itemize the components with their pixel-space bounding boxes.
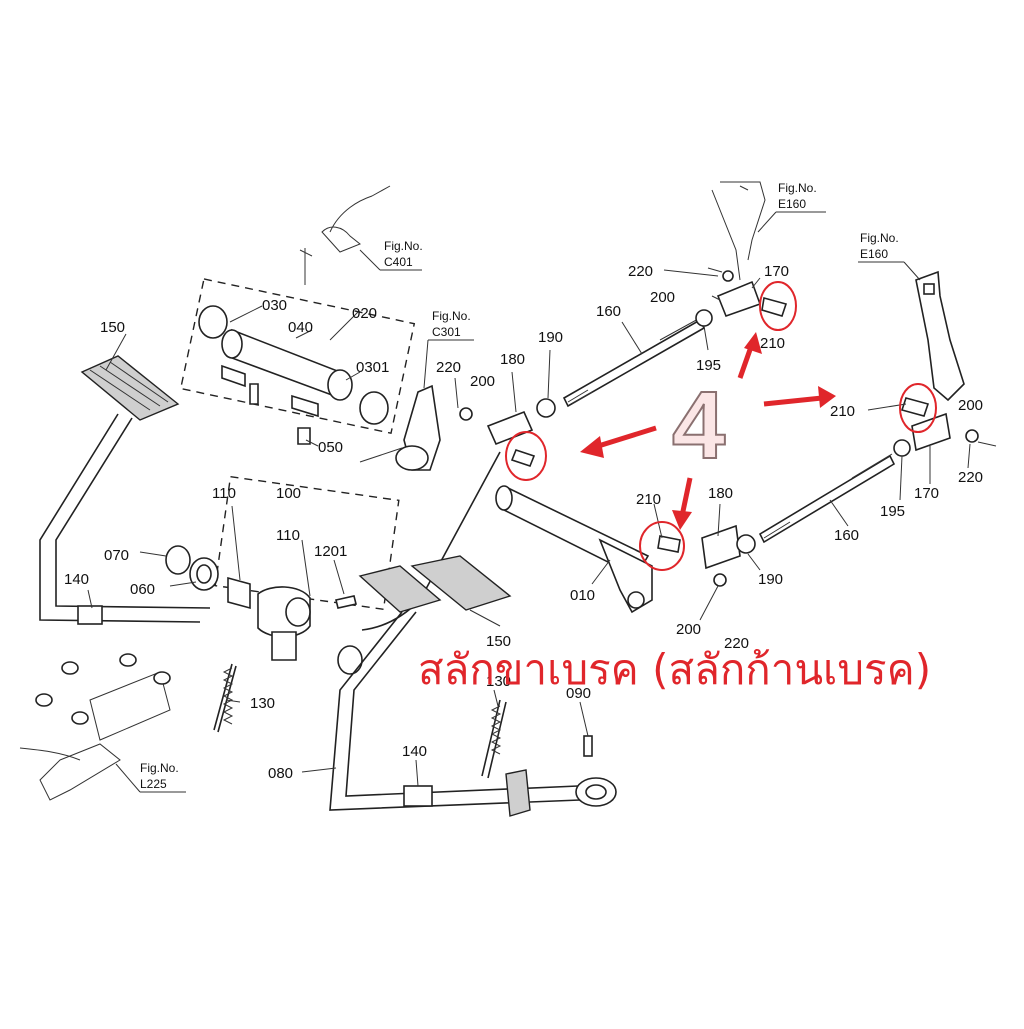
part-label: 180 <box>500 351 525 368</box>
part-label: 200 <box>958 397 983 414</box>
part-label: 050 <box>318 439 343 456</box>
part-label: 010 <box>570 587 595 604</box>
part-label: 160 <box>596 303 621 320</box>
fig-ref-c301: Fig.No. C301 <box>423 309 474 389</box>
part-label: 110 <box>212 485 236 502</box>
part-label: 220 <box>436 359 461 376</box>
part-label: 090 <box>566 685 591 702</box>
rod-160-right <box>657 270 997 587</box>
part-label: 210 <box>760 335 785 352</box>
highlight-circle <box>639 521 685 571</box>
part-label: 190 <box>538 329 563 346</box>
fig-ref-e160-upper: Fig.No. E160 <box>757 181 826 233</box>
part-label: 070 <box>104 547 129 564</box>
fig-ref-title: Fig.No. <box>432 309 471 323</box>
part-label: 060 <box>130 581 155 598</box>
fig-ref-code: E160 <box>778 197 806 211</box>
part-label: 140 <box>402 743 427 760</box>
part-label: 020 <box>352 305 377 322</box>
fig-ref-code: C301 <box>432 325 461 339</box>
fig-ref-title: Fig.No. <box>778 181 817 195</box>
part-label: 195 <box>880 503 905 520</box>
caption-text: สลักขาเบรค (สลักก้านเบรค) <box>418 645 931 694</box>
fig-ref-e160-right: Fig.No. E160 <box>858 231 921 281</box>
frame-outline <box>299 181 766 285</box>
fig-ref-title: Fig.No. <box>384 239 423 253</box>
fig-ref-title: Fig.No. <box>860 231 899 245</box>
red-arrow-right-icon <box>763 386 836 408</box>
part-label: 160 <box>834 527 859 544</box>
spring-130-left <box>213 663 237 733</box>
fig-ref-code: E160 <box>860 247 888 261</box>
part-label: 220 <box>724 635 749 652</box>
highlight-circle <box>899 383 937 433</box>
part-label: 200 <box>650 289 675 306</box>
bushing-parts <box>165 545 363 675</box>
highlight-circle <box>759 281 797 331</box>
fig-ref-title: Fig.No. <box>140 761 179 775</box>
part-label: 200 <box>676 621 701 638</box>
part-label: 220 <box>958 469 983 486</box>
cross-shaft-010 <box>361 451 653 631</box>
part-label: 110 <box>276 527 300 544</box>
red-arrow-down-icon <box>672 477 693 530</box>
part-label: 150 <box>486 633 511 650</box>
part-label: 195 <box>696 357 721 374</box>
part-label: 150 <box>100 319 125 336</box>
part-label: 130 <box>250 695 275 712</box>
part-label: 030 <box>262 297 287 314</box>
part-label: 210 <box>636 491 661 508</box>
brake-pedal-left <box>39 355 311 661</box>
part-label: 190 <box>758 571 783 588</box>
bracket-l225 <box>19 653 171 801</box>
part-labels: 150 030 020 040 0301 050 220 200 180 190… <box>64 263 983 782</box>
leader-lines <box>87 269 971 787</box>
part-label: 200 <box>470 373 495 390</box>
part-label: 170 <box>764 263 789 280</box>
part-label: 0301 <box>356 359 389 376</box>
part-label: 210 <box>830 403 855 420</box>
brake-pedal-right <box>329 555 617 817</box>
part-label: 170 <box>914 485 939 502</box>
arm-c301 <box>359 384 441 471</box>
fig-ref-c401: Fig.No. C401 <box>359 239 423 271</box>
rod-160-upper <box>459 267 788 467</box>
fig-ref-l225: Fig.No. L225 <box>115 761 186 793</box>
part-label: 140 <box>64 571 89 588</box>
part-label: 1201 <box>314 543 347 560</box>
part-label: 100 <box>276 485 301 502</box>
red-arrow-left-icon <box>580 425 657 458</box>
fig-ref-code: C401 <box>384 255 413 269</box>
pin-count: 4 <box>672 372 725 479</box>
part-label: 080 <box>268 765 293 782</box>
red-annotations: 4 สลักขาเบรค (สลักก้านเบรค) <box>418 281 937 694</box>
red-arrow-up-right-icon <box>737 332 762 379</box>
highlight-circle <box>505 431 547 481</box>
part-label: 180 <box>708 485 733 502</box>
group-020-frame <box>179 278 416 435</box>
fig-ref-code: L225 <box>140 777 167 791</box>
shaft-housing-020 <box>198 305 389 445</box>
part-label: 130 <box>486 673 511 690</box>
part-label: 220 <box>628 263 653 280</box>
part-label: 040 <box>288 319 313 336</box>
